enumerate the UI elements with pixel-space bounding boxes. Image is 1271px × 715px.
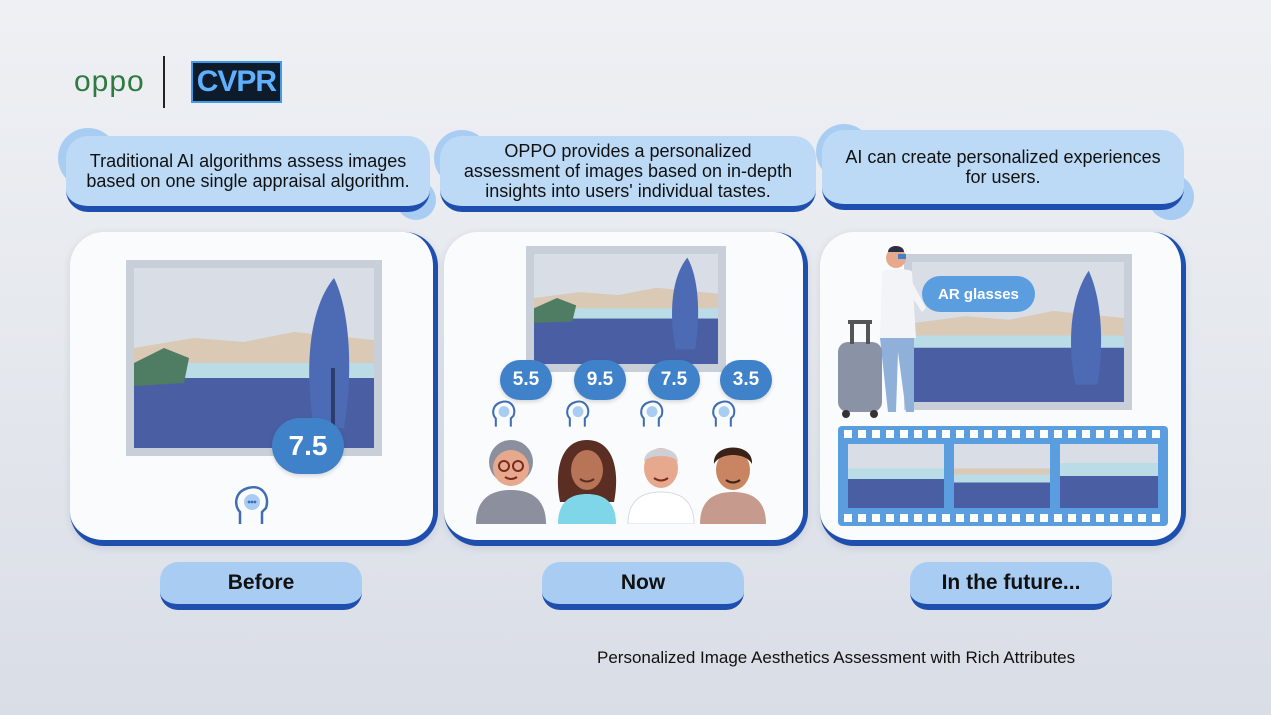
ar-glasses-bubble: AR glasses [922, 276, 1035, 312]
caption-before-text: Traditional AI algorithms assess images … [66, 136, 430, 212]
thinking-head-icon [566, 400, 590, 427]
landscape-image [526, 246, 726, 372]
caption-now-text: OPPO provides a personalized assessment … [440, 136, 816, 212]
footnote: Personalized Image Aesthetics Assessment… [597, 648, 1076, 667]
caption-future: AI can create personalized experiences f… [816, 124, 1194, 220]
panel-now: 5.5 9.5 7.5 3.5 [444, 232, 808, 546]
caption-now: OPPO provides a personalized assessment … [434, 130, 816, 212]
panel-before: 7.5 [70, 232, 438, 546]
logo-divider [162, 56, 165, 108]
person-elderly-man [627, 448, 695, 524]
score-bubble-4: 3.5 [720, 360, 772, 400]
thinking-head-icon [640, 400, 664, 427]
film-strip [838, 426, 1168, 526]
person-woman [557, 440, 617, 524]
stage-future: In the future... [910, 562, 1112, 610]
caption-before: Traditional AI algorithms assess images … [58, 128, 436, 220]
film-frame-1 [848, 444, 944, 508]
score-bubble-2: 9.5 [574, 360, 626, 400]
person-young-man [700, 447, 766, 524]
film-frame-2 [954, 444, 1050, 508]
stage-before: Before [160, 562, 362, 610]
score-bubble-1: 5.5 [500, 360, 552, 400]
score-bubble: 7.5 [272, 418, 344, 474]
oppo-logo: oppo [74, 65, 145, 98]
person-elderly-glasses [476, 440, 546, 524]
thinking-head-icon [232, 482, 272, 526]
cvpr-logo: CVPR [190, 61, 283, 103]
caption-future-text: AI can create personalized experiences f… [822, 130, 1184, 210]
landscape-image [126, 260, 382, 456]
panel-future: AR glasses [820, 232, 1186, 546]
logo-row: oppo CVPR [74, 56, 283, 108]
stage-now: Now [542, 562, 744, 610]
score-bubble-3: 7.5 [648, 360, 700, 400]
thinking-head-icon [712, 400, 736, 427]
traveler-with-suitcase [838, 246, 926, 418]
thinking-head-icon [492, 400, 516, 427]
film-frame-3 [1060, 444, 1158, 508]
landscape-image [904, 254, 1132, 410]
